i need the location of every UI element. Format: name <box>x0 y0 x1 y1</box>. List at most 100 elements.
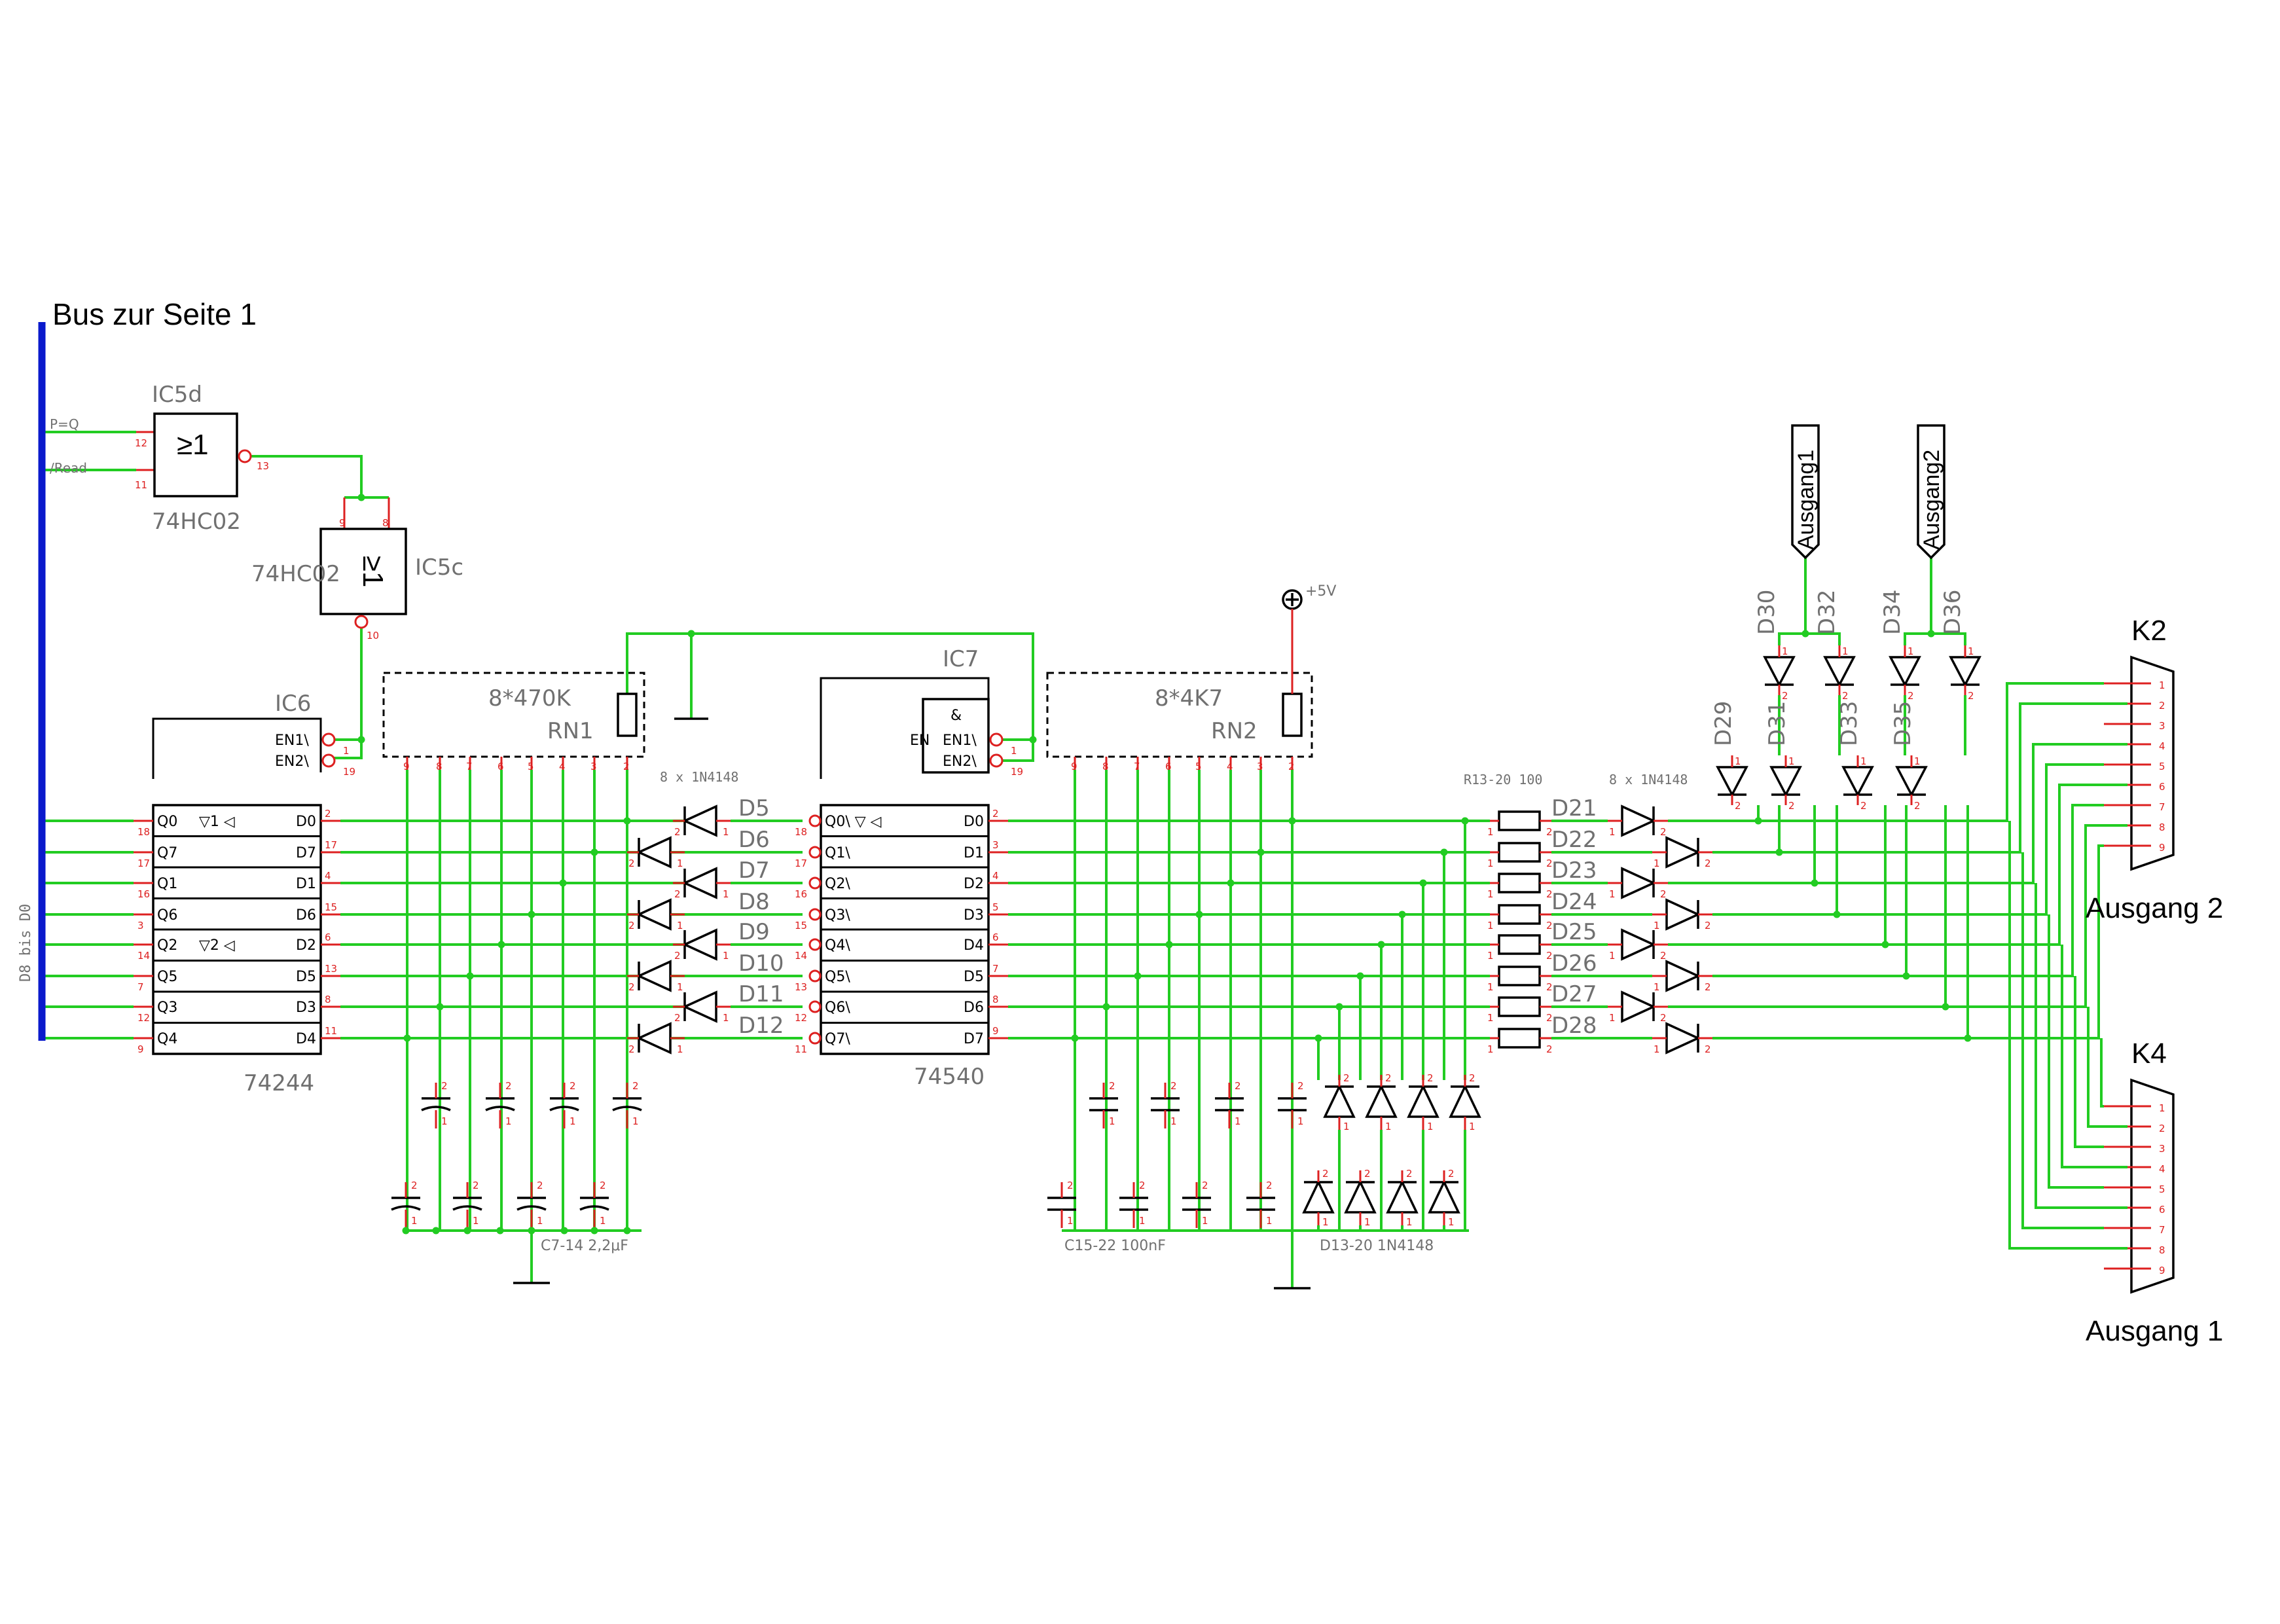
ic7-en-label: EN <box>910 732 930 749</box>
pin-num: 1 <box>1109 1115 1115 1127</box>
ic7-pin-left: Q2\ <box>825 876 850 892</box>
pin-num: 9 <box>137 1043 144 1055</box>
ic6-enable-bubble <box>321 753 336 768</box>
caps-left-label: C7-14 2,2μF <box>541 1238 628 1254</box>
diode-label: D27 <box>1551 981 1597 1007</box>
junction-dot <box>528 1227 535 1235</box>
junction-dot <box>1195 911 1203 918</box>
ic7-pin-right: D2 <box>964 876 984 892</box>
resistor-body <box>1498 934 1541 955</box>
junction-dot <box>1775 848 1783 856</box>
junction-dot <box>1419 879 1427 887</box>
connector-ref: K4 <box>2131 1038 2167 1070</box>
pin-num: 1 <box>1609 950 1616 962</box>
clamp-diode-body <box>1407 1083 1439 1118</box>
rn2-frame <box>1046 672 1313 758</box>
diode-label: D10 <box>738 950 784 977</box>
pin-num: 12 <box>795 1012 807 1024</box>
junction-dot <box>1881 941 1889 948</box>
signal-p-eq-q: P=Q <box>50 416 79 432</box>
pin-num: 9 <box>992 1025 999 1037</box>
pin-num: 2 <box>1448 1168 1455 1180</box>
pin-num: 4 <box>2159 740 2165 752</box>
pin-num: 1 <box>677 857 683 869</box>
pin-num: 1 <box>1406 1216 1413 1228</box>
pin-num: 1 <box>1609 826 1616 838</box>
pin-num: 8 <box>2159 1244 2165 1256</box>
resistor-body <box>1498 996 1541 1017</box>
resistor-body <box>1498 873 1541 893</box>
ic5d-symbol: ≥1 <box>177 429 209 461</box>
pin-num: 1 <box>537 1215 543 1227</box>
cap-plate-curved <box>485 1106 515 1111</box>
rn2-common-resistor <box>1282 693 1303 737</box>
pin-num: 3 <box>992 839 999 851</box>
pin-num: 2 <box>1660 950 1667 962</box>
diodes-right-header: 8 x 1N4148 <box>1609 772 1688 787</box>
pin-num: 2 <box>1109 1080 1115 1092</box>
pin-num: 9 <box>1071 761 1077 772</box>
junction-dot <box>1398 911 1406 918</box>
diode-label: D23 <box>1551 857 1597 884</box>
pin-num: 14 <box>137 950 150 962</box>
pin-num: 2 <box>628 981 635 993</box>
resistor-body <box>1498 842 1541 863</box>
diode-body <box>1665 898 1701 931</box>
ic6-pin-right: D7 <box>296 845 316 861</box>
pin-num: 1 <box>677 981 683 993</box>
pin-num: 1 <box>2159 679 2165 691</box>
ic7-input-bubble <box>808 814 822 827</box>
pin-num: 1 <box>1842 645 1849 657</box>
ic7-and-symbol: & <box>950 708 962 724</box>
diode-body <box>681 804 717 837</box>
junction-dot <box>559 879 567 887</box>
pin-num: 18 <box>137 826 150 838</box>
pin-num: 2 <box>1297 1080 1304 1092</box>
pin-num: 5 <box>1195 761 1202 772</box>
parts-layer <box>134 412 2175 1294</box>
ic5d-body <box>153 412 238 497</box>
resistor-body <box>1498 1028 1541 1049</box>
pin-num: 13 <box>325 963 337 975</box>
ic7-pin-right: D6 <box>964 1000 984 1016</box>
pin-num: 7 <box>1134 761 1140 772</box>
pin-num: 1 <box>1235 1115 1241 1127</box>
pin-num: 1 <box>1487 950 1494 962</box>
pin-num: 1 <box>1914 755 1921 767</box>
pin-num: 6 <box>498 761 504 772</box>
pin-num: 2 <box>1546 981 1553 993</box>
wire-output-diodes <box>1904 632 1966 645</box>
pin-num: 1 <box>570 1115 576 1127</box>
pin-num: 1 <box>1469 1121 1475 1132</box>
clamp-label: D13-20 1N4148 <box>1320 1238 1434 1254</box>
wire-k2-9 <box>1712 844 2104 1039</box>
pin-num: 1 <box>1487 981 1494 993</box>
junction-dot <box>1102 1003 1110 1011</box>
pin-num: 1 <box>473 1215 479 1227</box>
clamp-diode-body <box>1386 1179 1419 1214</box>
ic7-input-bubble <box>808 876 822 890</box>
pin-num: 9 <box>2159 842 2165 854</box>
rn2-value: 8*4K7 <box>1155 685 1223 712</box>
ic6-pin-right: D6 <box>296 907 316 924</box>
pin-num: 2 <box>1406 1168 1413 1180</box>
pin-num: 6 <box>2159 781 2165 793</box>
wire-k2-1 <box>1682 682 2104 822</box>
pin-num: 2 <box>628 920 635 931</box>
pin-num: 2 <box>473 1180 479 1191</box>
pin-num: 8 <box>325 994 331 1005</box>
junction-dot <box>402 1227 410 1235</box>
ic7-pin-left: Q7\ <box>825 1031 850 1047</box>
pin-num: 2 <box>674 888 681 900</box>
cap-plate-curved <box>579 1205 609 1211</box>
pin-num: 4 <box>2159 1163 2165 1175</box>
wire-k4 <box>2087 1007 2127 1128</box>
pin-num: 1 <box>1609 888 1616 900</box>
ic7-pin-right: D0 <box>964 814 984 830</box>
output-label-box <box>1917 424 1945 560</box>
diode-label: D11 <box>738 981 784 1007</box>
ic6-pin-right: D2 <box>296 937 316 954</box>
junction-dot <box>436 1003 444 1011</box>
pin-num: 11 <box>795 1043 807 1055</box>
